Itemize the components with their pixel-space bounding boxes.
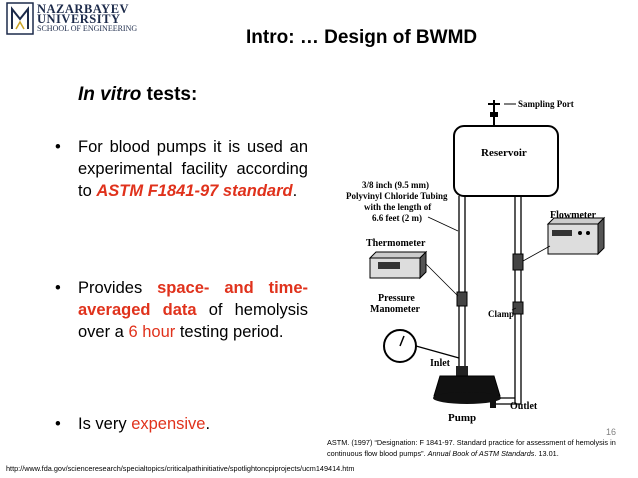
manometer-gauge-icon	[383, 329, 460, 363]
tubing-label-1: 3/8 inch (9.5 mm)	[362, 180, 429, 190]
bullet-item: • Is very expensive.	[50, 413, 308, 435]
bullet-dot-icon: •	[55, 279, 61, 297]
reservoir-label: Reservoir	[481, 147, 527, 159]
flowmeter-icon	[546, 216, 606, 256]
subtitle-rest: tests:	[141, 84, 198, 105]
bullet-highlight: 6 hour	[128, 323, 176, 341]
tubing-label-4: 6.6 feet (2 m)	[372, 213, 422, 223]
bullet-item: • For blood pumps it is used an experime…	[50, 136, 308, 202]
pump-icon	[433, 366, 501, 408]
flowmeter-label: Flowmeter	[550, 210, 597, 221]
citation-text: ASTM. (1997) “Designation: F 1841-97. St…	[327, 438, 616, 458]
bullet-dot-icon: •	[55, 138, 61, 156]
inlet-label: Inlet	[430, 358, 451, 369]
subtitle-italic: In vitro	[78, 84, 142, 105]
bullet-text: Provides	[78, 279, 158, 297]
sampling-port-label: Sampling Port	[518, 99, 574, 109]
logo-emblem-icon	[6, 2, 34, 35]
source-url: http://www.fda.gov/scienceresearch/speci…	[6, 464, 355, 473]
outlet-label: Outlet	[510, 401, 538, 412]
logo-line-3: SCHOOL OF ENGINEERING	[37, 24, 138, 33]
bullet-text: testing period.	[175, 323, 284, 341]
bullet-text: .	[292, 182, 298, 200]
tubing-icon	[458, 196, 522, 405]
slide-title: Intro: … Design of BWMD	[246, 27, 478, 48]
tube-joint-icon	[456, 291, 468, 307]
bullet-highlight: expensive	[131, 415, 206, 433]
pump-label: Pump	[448, 412, 476, 424]
citation: ASTM. (1997) “Designation: F 1841-97. St…	[327, 438, 627, 459]
logo-line-1: NAZARBAYEV	[37, 2, 130, 16]
bullet-highlight: space- and time-averaged data	[78, 279, 308, 319]
logo-line-2: UNIVERSITY	[37, 12, 121, 26]
tubing-label-3: with the length of	[364, 202, 432, 212]
clamp-label: Clamp	[488, 309, 514, 319]
university-logo: NAZARBAYEV UNIVERSITY SCHOOL OF ENGINEER…	[6, 2, 156, 38]
pressure-label: Pressure	[378, 293, 415, 304]
reservoir-icon	[453, 125, 559, 197]
tube-joint-icon	[512, 253, 524, 271]
citation-text: . 13.01.	[534, 448, 559, 458]
bullet-text: .	[205, 415, 211, 433]
clamp-icon	[512, 301, 524, 315]
sampling-port-icon	[488, 100, 516, 126]
tubing-label-2: Polyvinyl Chloride Tubing	[346, 191, 448, 201]
test-loop-diagram: Sampling Port Reservoir 3/8 inch (9.5 mm…	[346, 99, 606, 424]
page-number: 16	[606, 427, 617, 437]
bullet-dot-icon: •	[55, 415, 61, 433]
bullet-item: • Provides space- and time-averaged data…	[50, 277, 308, 343]
bullet-text: Is very	[78, 415, 132, 433]
slide-subtitle: In vitro tests:	[78, 84, 197, 106]
manometer-label: Manometer	[370, 304, 421, 315]
thermometer-icon	[368, 250, 428, 280]
bullet-highlight: ASTM F1841-97 standard	[96, 182, 293, 200]
citation-journal: Annual Book of ASTM Standards	[427, 448, 535, 458]
thermometer-label: Thermometer	[366, 238, 426, 249]
bullet-text: For blood pumps it is used an experiment…	[78, 138, 308, 200]
bullet-text: of hemolysis over a	[78, 301, 308, 341]
